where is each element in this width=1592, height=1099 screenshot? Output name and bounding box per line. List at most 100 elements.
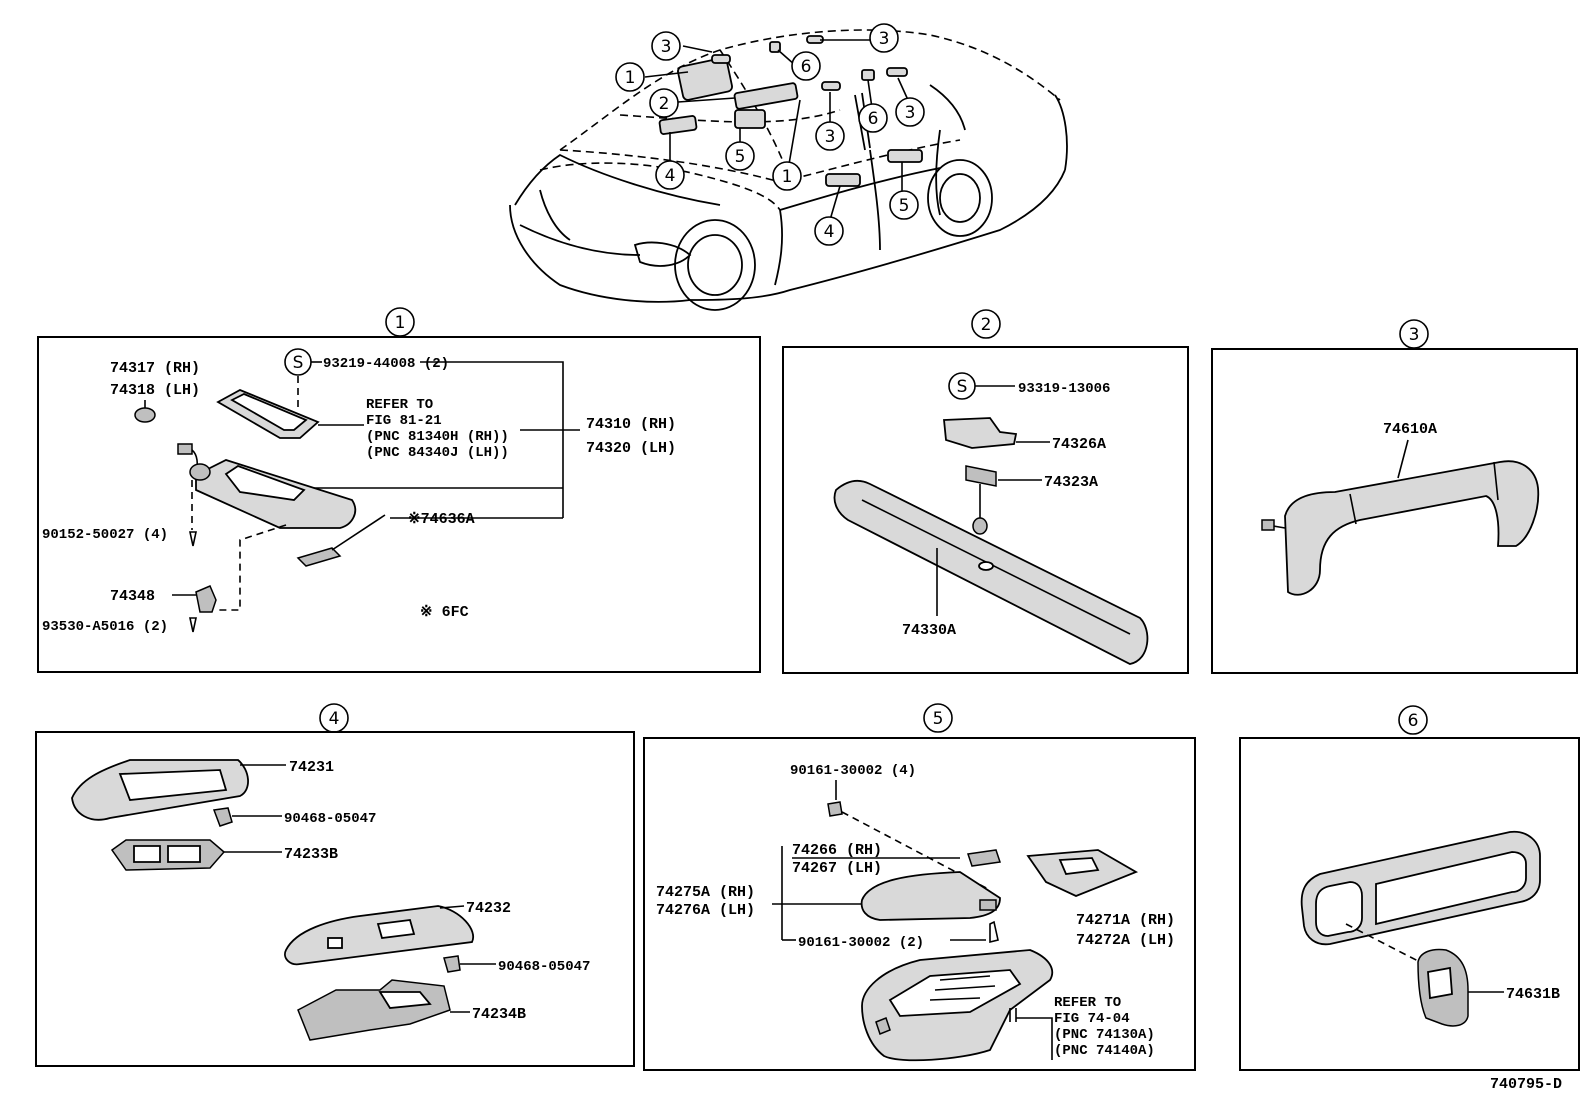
part-label: (PNC 81340H (RH)) [366,429,509,445]
callout-circle: 3 [895,97,925,127]
part-label: (PNC 74130A) [1054,1027,1155,1043]
callout-circle: 3 [651,31,681,61]
panel-number: 1 [385,307,415,337]
part-label: 90152-50027 (4) [42,527,168,543]
svg-text:2: 2 [981,315,992,335]
svg-text:4: 4 [824,222,835,242]
lamp-housing-part [297,979,451,1041]
svg-text:4: 4 [665,166,676,186]
part-label: 74310 (RH) [586,416,676,433]
lens-part [860,871,1001,921]
panel-3: 3 74610A [1211,319,1578,674]
holder-part [195,585,217,613]
part-label: 74266 (RH) [792,842,882,859]
part-label: (PNC 84340J (LH)) [366,445,509,461]
clip-part [443,955,461,973]
panel-number: 4 [319,703,349,733]
svg-text:1: 1 [782,167,793,187]
screw-symbol: S [948,372,976,400]
panel-4: 4 74231 90468-05047 74233B 74232 90468-0… [35,703,635,1067]
car-overview: 3 1 2 5 4 1 6 3 3 6 3 5 4 [509,23,1068,311]
svg-text:3: 3 [1409,325,1420,345]
part-label: 90468-05047 [284,811,376,827]
svg-text:6: 6 [868,109,879,129]
svg-text:3: 3 [661,37,672,57]
part-label: 74267 (LH) [792,860,882,877]
panel-number: 6 [1398,705,1428,735]
svg-text:5: 5 [735,147,746,167]
svg-text:3: 3 [905,103,916,123]
svg-text:3: 3 [879,29,890,49]
bracket-part [943,417,1018,449]
part-label: 74320 (LH) [586,440,676,457]
plate-part [967,849,1001,867]
screw-symbol: S [284,348,312,376]
part-label: REFER TO [366,397,433,413]
part-label: 74271A (RH) [1076,912,1175,929]
callout-circle: 5 [889,190,919,220]
part-label: 74231 [289,759,334,776]
part-label: 74317 (RH) [110,360,200,377]
svg-text:5: 5 [899,196,910,216]
part-label: 74631B [1506,986,1560,1003]
svg-text:4: 4 [329,709,340,729]
callout-circle: 4 [814,216,844,246]
part-label: 74232 [466,900,511,917]
svg-text:1: 1 [395,313,406,333]
screw-part [827,801,843,817]
panel-number: 3 [1399,319,1429,349]
part-label: 74234B [472,1006,526,1023]
callout-circle: 4 [655,160,685,190]
part-label: ※74636A [408,511,475,528]
panel-5: 5 90161-30002 (4) 74266 (RH) 74267 (LH) … [643,703,1196,1071]
part-label: 74233B [284,846,338,863]
note-label: ※ 6FC [420,604,469,621]
callout-circle: 3 [815,121,845,151]
svg-text:2: 2 [659,94,670,114]
plate-part [296,547,342,567]
part-label: 93319-13006 [1018,381,1110,397]
callout-circle: 2 [649,88,679,118]
part-label: 90468-05047 [498,959,590,975]
svg-text:6: 6 [801,57,812,77]
callout-circle: 6 [858,103,888,133]
svg-text:1: 1 [625,68,636,88]
callout-circle: 1 [615,62,645,92]
part-label: 74275A (RH) [656,884,755,901]
panel-6: 6 74631B [1239,705,1580,1071]
part-label: 74318 (LH) [110,382,200,399]
lamp-cover-part [284,905,475,966]
part-label: 74272A (LH) [1076,932,1175,949]
part-label: 74276A (LH) [656,902,755,919]
part-label: 90161-30002 (4) [790,763,916,779]
panel-2: 2 S 93319-13006 74326A 74323A 74330A [782,309,1189,674]
pivot-part [965,465,997,487]
clip-part [134,407,156,423]
panel-1: 1 74317 (RH) 74318 (LH) S 93219-44008 (2… [37,307,761,673]
svg-text:S: S [293,353,304,373]
svg-text:6: 6 [1408,711,1419,731]
svg-text:S: S [957,377,968,397]
callout-circle: 3 [869,23,899,53]
assist-grip-part [1284,460,1540,596]
lamp-cover-part [1026,849,1139,897]
part-label: (PNC 74140A) [1054,1043,1155,1059]
part-label: FIG 74-04 [1054,1011,1130,1027]
part-label: 93219-44008 (2) [323,356,449,372]
part-label: 74610A [1383,421,1437,438]
part-label: 74326A [1052,436,1106,453]
part-label: 74330A [902,622,956,639]
bar-part [833,480,1149,665]
part-label: 93530-A5016 (2) [42,619,168,635]
part-label: 74348 [110,588,155,605]
connector-part [177,443,193,455]
svg-text:3: 3 [825,127,836,147]
part-label: FIG 81-21 [366,413,442,429]
part-label: 90161-30002 (2) [798,935,924,951]
callout-circle: 6 [791,51,821,81]
callout-circle: 1 [772,161,802,191]
panel-number: 2 [971,309,1001,339]
svg-text:5: 5 [933,709,944,729]
clip-part [212,807,233,827]
